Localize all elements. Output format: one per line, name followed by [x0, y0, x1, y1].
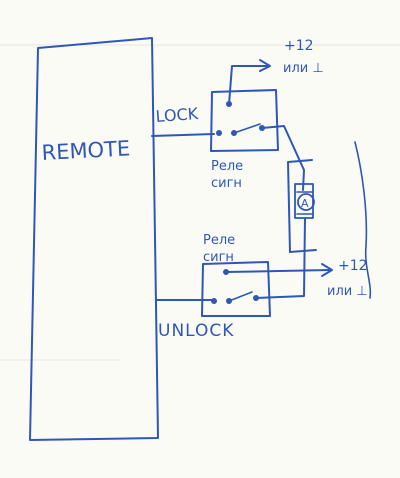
lock-wire [151, 133, 215, 137]
relay-top-out-wire [261, 125, 305, 191]
actuator-label: A [301, 197, 309, 210]
relay-bottom-out-wire [255, 217, 306, 299]
relay-top-contact [216, 130, 222, 136]
relay-top-label-2: сигн [211, 176, 242, 191]
arrow-right-icon [259, 59, 271, 72]
unlock-label: UNLOCK [158, 321, 234, 341]
relay-top-box [210, 89, 279, 152]
supply-top-line2: или ⊥ [283, 61, 324, 76]
remote-label: REMOTE [41, 136, 131, 165]
lock-label: LOCK [155, 104, 199, 126]
relay-bottom-contact [253, 295, 259, 301]
arrow-right-icon [321, 263, 333, 277]
remote-box [29, 37, 159, 441]
relay-bottom-label-1: Реле [203, 233, 235, 248]
actuator-frame [287, 159, 317, 253]
supply-bottom-line1: +12 [338, 258, 368, 274]
actuator-side [354, 141, 372, 299]
supply-top-line1: +12 [284, 38, 314, 54]
relay-bottom-label-2: сигн [203, 250, 234, 265]
actuator-circle [297, 193, 315, 211]
relay-top-label-1: Реле [211, 159, 243, 174]
relay-bottom-box [201, 261, 271, 317]
supply-bottom-line2: или ⊥ [327, 284, 368, 299]
relay-top-switch [233, 123, 261, 134]
relay-top-supply-wire [228, 65, 269, 105]
relay-bottom-supply-wire [225, 269, 331, 273]
relay-bottom-switch [228, 291, 253, 302]
